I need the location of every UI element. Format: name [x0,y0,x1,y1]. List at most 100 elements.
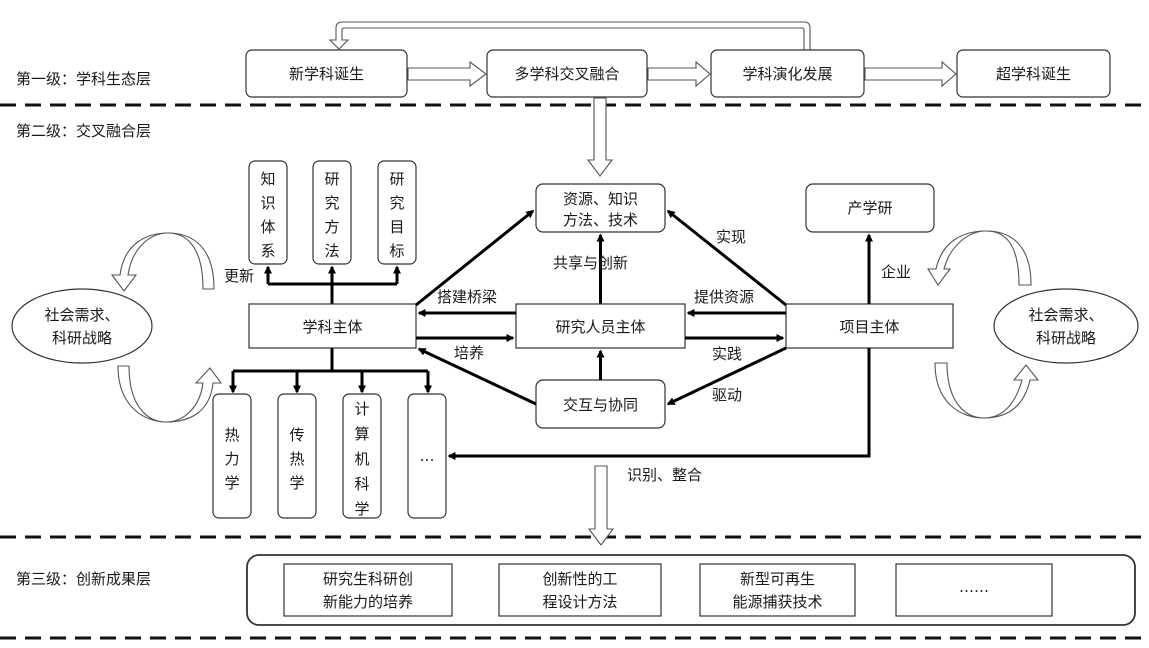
cycle-arrow-right-top [927,230,1032,286]
svg-text:体: 体 [260,218,275,236]
attr-box-research-method: 研 究 方 法 [312,160,352,265]
svg-text:学: 学 [224,474,239,492]
attr-box-knowledge-system: 知 识 体 系 [248,160,288,265]
outcome-box-1: 创新性的工 程设计方法 [498,563,662,617]
svg-text:科研战略: 科研战略 [52,329,112,347]
svg-text:学: 学 [289,474,304,492]
label-build-bridge: 搭建桥梁 [437,288,497,306]
label-cultivate: 培养 [454,344,484,362]
arrow-project-to-resources [666,209,787,307]
svg-text:目: 目 [389,218,404,236]
arrow-interaction-to-discipline [417,347,537,406]
svg-text:研: 研 [324,170,339,188]
svg-text:算: 算 [354,425,369,443]
down-arrow-to-resources [586,97,614,177]
svg-text:研究人员主体: 研究人员主体 [555,318,645,336]
svg-text:热: 热 [224,426,239,444]
svg-text:……: …… [959,578,989,596]
svg-text:系: 系 [260,242,275,260]
svg-text:新学科诞生: 新学科诞生 [289,65,364,83]
outcome-box-0: 研究生科研创 新能力的培养 [283,563,453,617]
svg-text:识: 识 [260,194,275,212]
svg-text:交互与协同: 交互与协同 [563,396,638,414]
update-connector [264,265,401,305]
svg-text:方法、技术: 方法、技术 [563,211,638,229]
arrow-project-to-interaction [666,346,787,406]
outcome-box-3: …… [895,563,1053,617]
svg-text:方: 方 [324,218,339,236]
level1-node-3: 超学科诞生 [956,49,1111,98]
svg-text:多学科交叉融合: 多学科交叉融合 [514,65,619,83]
svg-text:究: 究 [389,194,404,212]
svg-text:研: 研 [389,170,404,188]
svg-text:知: 知 [260,170,275,188]
svg-text:项目主体: 项目主体 [839,318,899,336]
label-drive: 驱动 [712,386,742,404]
resources-node: 资源、知识 方法、技术 [535,183,666,233]
svg-text:学科主体: 学科主体 [302,318,362,336]
svg-text:究: 究 [324,194,339,212]
label-realize: 实现 [716,228,746,246]
svg-text:能源捕获技术: 能源捕获技术 [732,593,822,611]
discipline-box-heat-transfer: 传 热 学 [277,393,317,519]
interaction-node: 交互与协同 [535,379,666,429]
svg-text:学科演化发展: 学科演化发展 [742,65,832,83]
cycle-arrow-left-bottom [117,365,223,423]
svg-text:科: 科 [354,475,369,493]
svg-text:科研战略: 科研战略 [1036,329,1096,347]
cycle-arrow-right-bottom [934,362,1040,419]
svg-text:产学研: 产学研 [847,199,892,217]
flow-arrow-3 [864,60,957,88]
discipline-subject-node: 学科主体 [248,303,417,349]
svg-text:…: … [420,447,435,465]
label-share-innovate: 共享与创新 [553,254,628,272]
cycle-arrow-left-top [110,232,215,292]
svg-text:计: 计 [354,400,369,418]
level1-label: 第一级：学科生态层 [16,70,151,88]
label-identify-integrate: 识别、整合 [627,466,702,484]
svg-text:社会需求、: 社会需求、 [44,306,119,324]
level3-label: 第三级：创新成果层 [16,570,151,588]
label-provide-resources: 提供资源 [694,288,754,306]
label-update: 更新 [224,267,254,285]
svg-text:机: 机 [354,450,369,468]
down-arrow-to-outcomes [587,465,615,546]
svg-text:资源、知识: 资源、知识 [563,190,638,208]
level2-label: 第二级：交叉融合层 [16,122,151,140]
level1-node-1: 多学科交叉融合 [486,49,648,98]
project-subject-node: 项目主体 [785,303,954,349]
svg-text:学: 学 [354,500,369,518]
svg-text:热: 热 [289,450,304,468]
svg-text:新型可再生: 新型可再生 [740,570,815,588]
discipline-box-thermodynamics: 热 力 学 [212,393,252,519]
social-need-left: 社会需求、 科研战略 [11,288,153,364]
svg-text:超学科诞生: 超学科诞生 [996,65,1071,83]
industry-node: 产学研 [805,183,935,233]
discipline-box-computer-science: 计 算 机 科 学 [342,393,382,519]
svg-text:程设计方法: 程设计方法 [542,593,617,611]
svg-text:创新性的工: 创新性的工 [542,570,617,588]
svg-text:社会需求、: 社会需求、 [1028,306,1103,324]
discipline-branch-connector [229,348,432,394]
arrow-discipline-to-resources [415,209,535,307]
flow-arrow-2 [647,60,711,88]
svg-text:标: 标 [389,242,404,260]
arrow-project-to-disciplines [447,348,871,460]
attr-box-research-goal: 研 究 目 标 [377,160,417,265]
level1-node-0: 新学科诞生 [245,49,408,98]
label-practice: 实践 [712,345,742,363]
svg-text:法: 法 [324,242,339,260]
researcher-subject-node: 研究人员主体 [515,303,686,349]
level1-node-2: 学科演化发展 [710,49,865,98]
feedback-loop-arrow [328,21,811,51]
svg-text:传: 传 [289,426,304,444]
svg-text:力: 力 [224,450,239,468]
label-enterprise: 企业 [881,263,911,281]
svg-text:新能力的培养: 新能力的培养 [323,593,413,611]
flow-arrow-1 [407,60,487,88]
svg-text:研究生科研创: 研究生科研创 [323,570,413,588]
social-need-right: 社会需求、 科研战略 [993,288,1139,364]
discipline-box-more: … [407,393,447,519]
outcome-box-2: 新型可再生 能源捕获技术 [699,563,856,617]
